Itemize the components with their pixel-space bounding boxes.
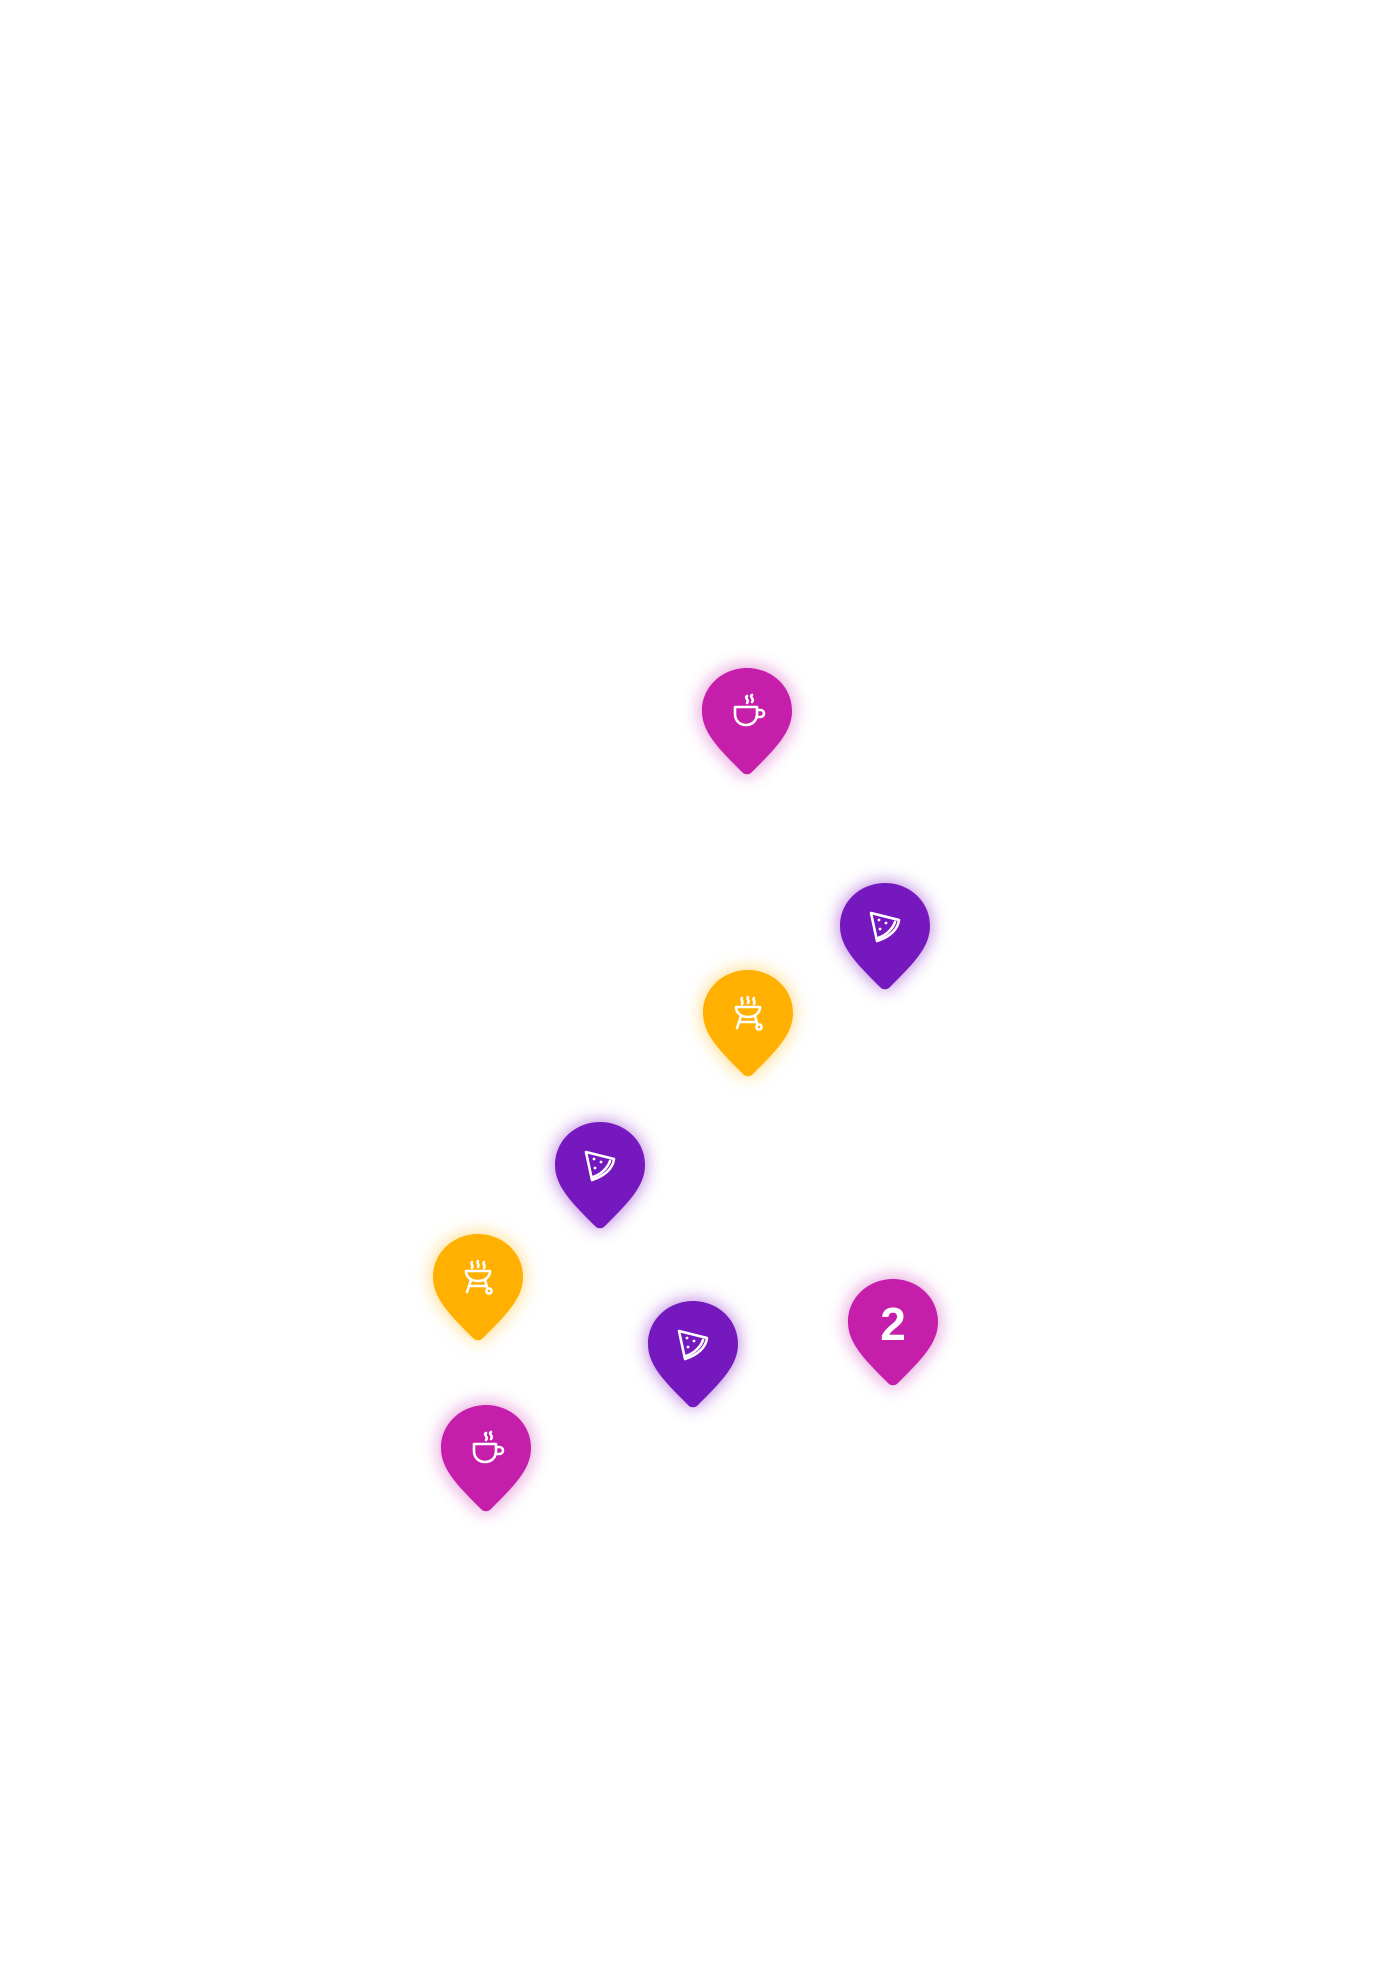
map-marker-bbq[interactable]: [701, 968, 795, 1080]
pizza-slice-icon: [673, 1325, 713, 1365]
marker-pin-shape: [840, 883, 930, 990]
marker-pin-shape: [441, 1405, 531, 1512]
marker-body: [702, 668, 792, 775]
map-marker-pizza[interactable]: [838, 881, 932, 993]
grill-icon: [728, 994, 768, 1034]
map-marker-cluster[interactable]: 2: [846, 1277, 940, 1389]
map-marker-cafe[interactable]: [439, 1403, 533, 1515]
marker-body: [840, 883, 930, 990]
coffee-cup-icon: [466, 1429, 506, 1469]
marker-pin-shape: [648, 1301, 738, 1408]
marker-body: [441, 1405, 531, 1512]
marker-body: [848, 1279, 938, 1386]
map-marker-pizza[interactable]: [553, 1120, 647, 1232]
marker-pin-shape: [702, 668, 792, 775]
marker-pin-shape: [848, 1279, 938, 1386]
map-marker-bbq[interactable]: [431, 1232, 525, 1344]
marker-body: [648, 1301, 738, 1408]
map-marker-pizza[interactable]: [646, 1299, 740, 1411]
cluster-count-label: 2: [880, 1298, 906, 1350]
marker-pin-shape: [555, 1122, 645, 1229]
pizza-slice-icon: [865, 907, 905, 947]
map-marker-cafe[interactable]: [700, 666, 794, 778]
coffee-cup-icon: [727, 692, 767, 732]
pizza-slice-icon: [580, 1146, 620, 1186]
grill-icon: [458, 1258, 498, 1298]
marker-body: [555, 1122, 645, 1229]
